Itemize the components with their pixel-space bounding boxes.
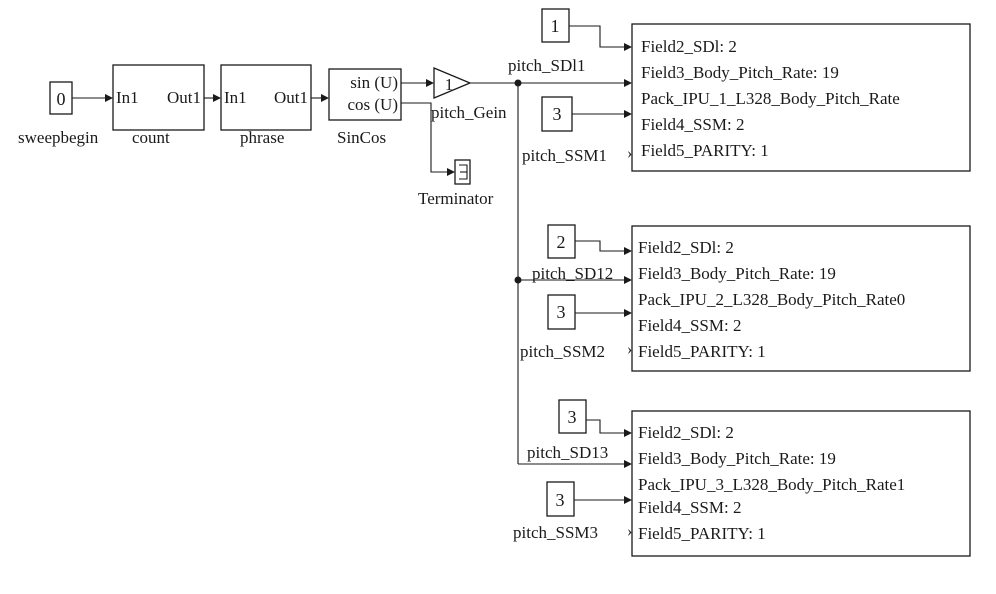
sweepbegin-value: 0 bbox=[57, 89, 66, 109]
sdi-constant-1[interactable]: 1 bbox=[541, 8, 570, 43]
sincos-label: SinCos bbox=[337, 128, 386, 147]
group-2: 2 pitch_SD12 3 pitch_SSM2 › Field2_SDl: … bbox=[520, 224, 971, 372]
pack-box-1[interactable] bbox=[631, 23, 971, 172]
pack-block-2[interactable]: Field2_SDl: 2 Field3_Body_Pitch_Rate: 19… bbox=[631, 225, 971, 372]
pack3-field-4: Field5_PARITY: 1 bbox=[638, 524, 766, 543]
sdi-label-3: pitch_SD13 bbox=[527, 443, 608, 462]
gain-label: pitch_Gein bbox=[431, 103, 507, 122]
phrase-port-out: Out1 bbox=[274, 88, 308, 107]
pack2-field-3: Field4_SSM: 2 bbox=[638, 316, 741, 335]
sincos-box[interactable] bbox=[328, 68, 402, 121]
ssm-constant-1[interactable]: 3 bbox=[541, 96, 573, 132]
ssm-box-2[interactable] bbox=[547, 294, 576, 330]
pack-block-3[interactable]: Field2_SDl: 2 Field3_Body_Pitch_Rate: 19… bbox=[631, 410, 971, 557]
pack1-field-3: Field4_SSM: 2 bbox=[641, 115, 744, 134]
count-box[interactable] bbox=[112, 64, 205, 131]
group-3: 3 pitch_SD13 3 pitch_SSM3 › Field2_SDl: … bbox=[513, 399, 971, 557]
arrow-sin-gain bbox=[426, 79, 434, 87]
terminator-block[interactable] bbox=[454, 159, 471, 185]
pack3-field-0: Field2_SDl: 2 bbox=[638, 423, 734, 442]
pack1-field-1: Field3_Body_Pitch_Rate: 19 bbox=[641, 63, 839, 82]
pack1-field-0: Field2_SDl: 2 bbox=[641, 37, 737, 56]
wire-cos-terminator bbox=[401, 102, 448, 173]
arrow-sdi-2 bbox=[624, 247, 632, 255]
sdi-constant-3[interactable]: 3 bbox=[558, 399, 587, 434]
pack3-field-3: Field4_SSM: 2 bbox=[638, 498, 741, 517]
wire-sdi-2 bbox=[575, 240, 624, 252]
pack2-field-2: Pack_IPU_2_L328_Body_Pitch_Rate0 bbox=[638, 290, 905, 309]
sincos-port-cos: cos (U) bbox=[347, 95, 398, 114]
arrow-ssm-3 bbox=[624, 496, 632, 504]
ssm-constant-3[interactable]: 3 bbox=[546, 481, 575, 517]
ssm-label-2: pitch_SSM2 bbox=[520, 342, 605, 361]
pack1-field-2: Pack_IPU_1_L328_Body_Pitch_Rate bbox=[641, 89, 900, 108]
pack-box-3[interactable] bbox=[631, 410, 971, 557]
sdi-value-3: 3 bbox=[568, 407, 577, 427]
ssm-value-1: 3 bbox=[553, 104, 562, 124]
sincos-port-sin: sin (U) bbox=[350, 73, 398, 92]
pack2-field-0: Field2_SDl: 2 bbox=[638, 238, 734, 257]
arrow-group2-rate bbox=[624, 276, 632, 284]
junction-group2 bbox=[514, 276, 522, 284]
group-1: 1 pitch_SDl1 3 pitch_SSM1 › Field2_SDl: … bbox=[508, 8, 971, 172]
arrow-source-count bbox=[105, 94, 113, 102]
sincos-block[interactable]: sin (U) cos (U) bbox=[328, 68, 402, 121]
wire-sdi-3 bbox=[586, 419, 624, 434]
gain-value: 1 bbox=[445, 75, 454, 94]
arrow-sdi-3 bbox=[624, 429, 632, 437]
ssm-constant-2[interactable]: 3 bbox=[547, 294, 576, 330]
ssm-value-3: 3 bbox=[556, 490, 565, 510]
sdi-constant-2[interactable]: 2 bbox=[547, 224, 576, 259]
count-port-out: Out1 bbox=[167, 88, 201, 107]
arrow-count-phrase bbox=[213, 94, 221, 102]
pack2-field-1: Field3_Body_Pitch_Rate: 19 bbox=[638, 264, 836, 283]
pack3-field-2: Pack_IPU_3_L328_Body_Pitch_Rate1 bbox=[638, 475, 905, 494]
parity-port-2: › bbox=[627, 341, 632, 358]
arrow-group1-rate bbox=[624, 79, 632, 87]
pack1-field-4: Field5_PARITY: 1 bbox=[641, 141, 769, 160]
junction-group1 bbox=[514, 79, 522, 87]
sweepbegin-constant-block[interactable]: 0 bbox=[49, 81, 73, 115]
sdi-label-2: pitch_SD12 bbox=[532, 264, 613, 283]
ssm-label-3: pitch_SSM3 bbox=[513, 523, 598, 542]
sdi-label-1: pitch_SDl1 bbox=[508, 56, 585, 75]
count-block[interactable]: In1 Out1 bbox=[112, 64, 205, 131]
sdi-value-1: 1 bbox=[551, 16, 560, 36]
phrase-box[interactable] bbox=[220, 64, 312, 131]
ssm-label-1: pitch_SSM1 bbox=[522, 146, 607, 165]
ssm-box-3[interactable] bbox=[546, 481, 575, 517]
count-label: count bbox=[132, 128, 170, 147]
count-port-in: In1 bbox=[116, 88, 139, 107]
parity-port-3: › bbox=[627, 523, 632, 540]
arrow-group3-rate bbox=[624, 460, 632, 468]
pitch-gain-block[interactable]: 1 bbox=[433, 67, 472, 99]
arrow-sdi-1 bbox=[624, 43, 632, 51]
phrase-port-in: In1 bbox=[224, 88, 247, 107]
pack-block-1[interactable]: Field2_SDl: 2 Field3_Body_Pitch_Rate: 19… bbox=[631, 23, 971, 172]
ssm-value-2: 3 bbox=[557, 302, 566, 322]
wire-sdi-1 bbox=[569, 25, 624, 48]
sdi-value-2: 2 bbox=[557, 232, 566, 252]
sdi-box-2[interactable] bbox=[547, 224, 576, 259]
pack-box-2[interactable] bbox=[631, 225, 971, 372]
arrow-ssm-1 bbox=[624, 110, 632, 118]
phrase-label: phrase bbox=[240, 128, 284, 147]
sdi-box-3[interactable] bbox=[558, 399, 587, 434]
arrow-cos-terminator bbox=[447, 168, 455, 176]
phrase-block[interactable]: In1 Out1 bbox=[220, 64, 312, 131]
gain-triangle[interactable] bbox=[433, 67, 472, 99]
terminator-label: Terminator bbox=[418, 189, 494, 208]
pack3-field-1: Field3_Body_Pitch_Rate: 19 bbox=[638, 449, 836, 468]
parity-port-1: › bbox=[627, 145, 632, 162]
pack2-field-4: Field5_PARITY: 1 bbox=[638, 342, 766, 361]
arrow-phrase-sincos bbox=[321, 94, 329, 102]
sweepbegin-label: sweepbegin bbox=[18, 128, 99, 147]
arrow-ssm-2 bbox=[624, 309, 632, 317]
